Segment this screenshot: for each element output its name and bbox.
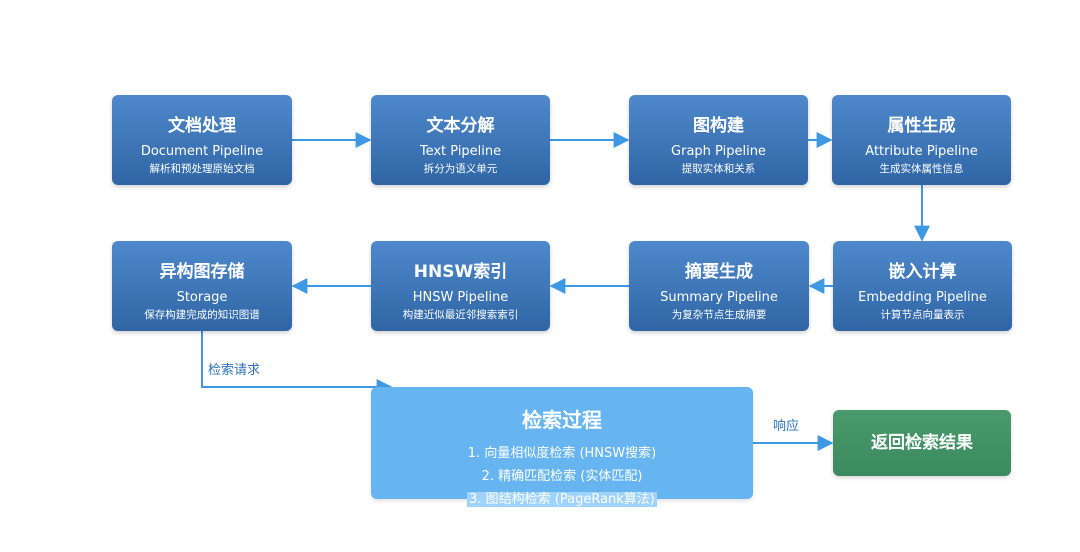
attribute-pipeline-title: 属性生成 [887, 116, 956, 136]
retrieval-step-vector-search: 1. 向量相似度检索 (HNSW搜索) [467, 446, 657, 461]
storage-node: 异构图存储 Storage 保存构建完成的知识图谱 [112, 241, 292, 331]
hnsw-pipeline-title: HNSW索引 [413, 262, 508, 282]
text-pipeline-node: 文本分解 Text Pipeline 拆分为语义单元 [371, 95, 550, 185]
retrieval-step-graph-search-label: 3. 图结构检索 (PageRank算法) [467, 492, 657, 507]
hnsw-pipeline-subtitle: HNSW Pipeline [412, 290, 509, 305]
document-pipeline-title: 文档处理 [168, 116, 236, 136]
storage-subtitle: Storage [176, 290, 228, 305]
retrieval-step-graph-search: 3. 图结构检索 (PageRank算法) [371, 491, 753, 509]
hnsw-pipeline-description: 构建近似最近邻搜索索引 [402, 309, 519, 321]
graph-pipeline-title: 图构建 [693, 116, 744, 136]
embedding-pipeline-title: 嵌入计算 [888, 262, 957, 282]
return-results-node: 返回检索结果 [833, 410, 1011, 476]
attribute-pipeline-node: 属性生成 Attribute Pipeline 生成实体属性信息 [832, 95, 1011, 185]
text-pipeline-title: 文本分解 [426, 116, 495, 136]
graph-pipeline-description: 提取实体和关系 [681, 163, 756, 175]
document-pipeline-subtitle: Document Pipeline [140, 144, 264, 159]
hnsw-pipeline-node: HNSW索引 HNSW Pipeline 构建近似最近邻搜索索引 [371, 241, 550, 331]
summary-pipeline-node: 摘要生成 Summary Pipeline 为复杂节点生成摘要 [629, 241, 809, 331]
attribute-pipeline-subtitle: Attribute Pipeline [865, 144, 978, 159]
text-pipeline-subtitle: Text Pipeline [419, 144, 502, 159]
graph-pipeline-subtitle: Graph Pipeline [671, 144, 766, 159]
storage-title: 异构图存储 [159, 262, 245, 282]
document-pipeline-node: 文档处理 Document Pipeline 解析和预处理原始文档 [112, 95, 292, 185]
embedding-pipeline-node: 嵌入计算 Embedding Pipeline 计算节点向量表示 [833, 241, 1012, 331]
text-pipeline-description: 拆分为语义单元 [423, 163, 498, 175]
return-results-title: 返回检索结果 [871, 433, 973, 453]
attribute-pipeline-description: 生成实体属性信息 [879, 163, 964, 175]
retrieval-request-label: 检索请求 [208, 363, 261, 378]
arrow-storage-to-retrieval [201, 331, 393, 395]
storage-description: 保存构建完成的知识图谱 [144, 309, 260, 321]
response-label: 响应 [773, 419, 800, 434]
retrieval-process-node: 检索过程 1. 向量相似度检索 (HNSW搜索) 2. 精确匹配检索 (实体匹配… [371, 387, 753, 507]
embedding-pipeline-description: 计算节点向量表示 [880, 309, 965, 321]
embedding-pipeline-subtitle: Embedding Pipeline [858, 290, 987, 305]
document-pipeline-description: 解析和预处理原始文档 [149, 163, 255, 175]
summary-pipeline-subtitle: Summary Pipeline [660, 290, 778, 305]
summary-pipeline-description: 为复杂节点生成摘要 [671, 309, 767, 321]
graph-pipeline-node: 图构建 Graph Pipeline 提取实体和关系 [629, 95, 808, 185]
retrieval-step-exact-match: 2. 精确匹配检索 (实体匹配) [481, 469, 643, 484]
retrieval-process-title: 检索过程 [522, 408, 602, 432]
summary-pipeline-title: 摘要生成 [685, 262, 753, 282]
